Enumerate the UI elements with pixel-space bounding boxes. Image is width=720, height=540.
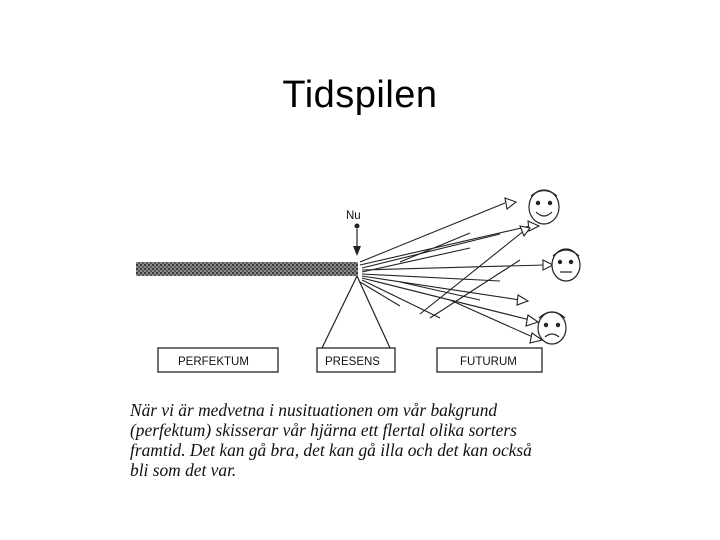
sad-face-icon	[538, 312, 566, 344]
caption-line: (perfektum) skisserar vår hjärna ett fle…	[130, 420, 600, 440]
presens-funnel-left	[322, 276, 357, 348]
neutral-face-icon	[552, 249, 580, 281]
perfektum-label: PERFEKTUM	[178, 356, 249, 368]
presens-funnel-right	[357, 276, 390, 348]
futurum-box: FUTURUM	[437, 348, 542, 372]
caption-line: framtid. Det kan gå bra, det kan gå illa…	[130, 440, 600, 460]
future-arrows	[360, 198, 553, 343]
perfektum-box: PERFEKTUM	[158, 348, 278, 372]
caption-line: bli som det var.	[130, 460, 600, 480]
caption-line: När vi är medvetna i nusituationen om vå…	[130, 400, 600, 420]
caption-text: När vi är medvetna i nusituationen om vå…	[130, 400, 600, 480]
presens-box: PRESENS	[317, 348, 395, 372]
past-timeline-band	[136, 262, 358, 276]
now-dot	[355, 224, 360, 229]
presens-label: PRESENS	[325, 356, 380, 368]
futurum-label: FUTURUM	[460, 356, 517, 368]
happy-face-icon	[529, 190, 559, 224]
now-label: Nu	[346, 210, 361, 222]
